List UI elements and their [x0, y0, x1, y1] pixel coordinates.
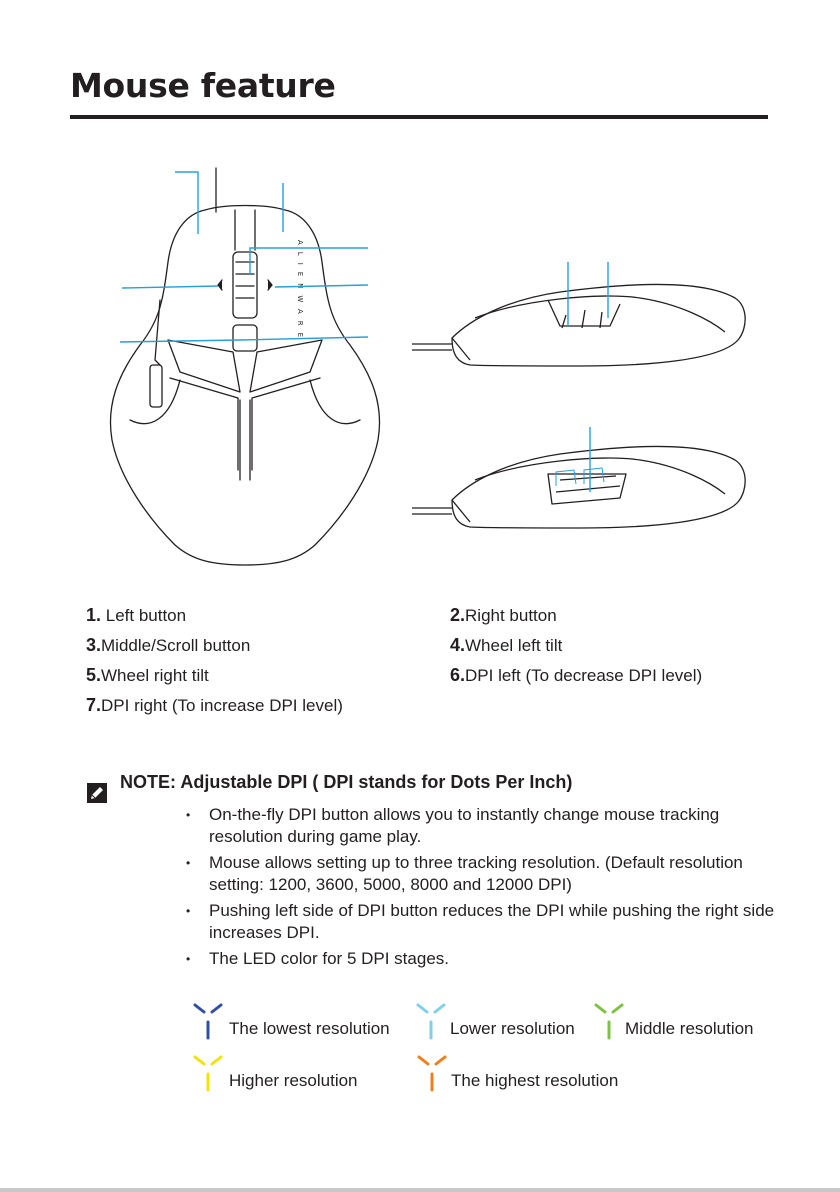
mouse-top-outline	[109, 204, 381, 566]
feature-number: 2.	[450, 605, 466, 625]
feature-label: Wheel left tilt	[465, 636, 563, 655]
feature-label: Middle/Scroll button	[101, 636, 251, 655]
pencil-note-icon	[87, 783, 107, 803]
feature-label: DPI right (To increase DPI level)	[101, 696, 343, 715]
feature-number: 6.	[450, 665, 466, 685]
feature-7: 7.DPI right (To increase DPI level)	[86, 695, 343, 716]
feature-label: Wheel right tilt	[101, 666, 209, 685]
feature-label: Left button	[105, 606, 187, 625]
note-title: NOTE: Adjustable DPI ( DPI stands for Do…	[120, 772, 573, 792]
callout-6b	[239, 336, 369, 341]
led-label-lowest: The lowest resolution	[229, 1019, 390, 1038]
callout-5	[274, 284, 369, 288]
note-bullet: On-the-fly DPI button allows you to inst…	[186, 804, 786, 848]
led-label-lower: Lower resolution	[450, 1019, 575, 1038]
led-stage-icon	[594, 1003, 624, 1040]
brand-text: ALIENWARE	[296, 240, 304, 344]
note-bullet-list: On-the-fly DPI button allows you to inst…	[186, 804, 786, 974]
led-stage-icon	[193, 1003, 223, 1040]
mouse-side-view-dpi	[412, 283, 746, 367]
scroll-wheel	[232, 251, 258, 319]
note-bullet: Pushing left side of DPI button reduces …	[186, 900, 786, 944]
feature-number: 7.	[86, 695, 102, 715]
dpi-button	[232, 324, 258, 352]
feature-3: 3.Middle/Scroll button	[86, 635, 250, 656]
feature-5: 5.Wheel right tilt	[86, 665, 209, 686]
feature-2: 2.Right button	[450, 605, 557, 626]
mouse-illustration: ALIENWARE	[109, 167, 746, 566]
feature-label: Right button	[465, 606, 557, 625]
led-label-highest: The highest resolution	[451, 1071, 619, 1090]
led-stage-icon	[417, 1055, 447, 1092]
callout-1	[175, 171, 199, 234]
led-label-higher: Higher resolution	[229, 1071, 358, 1090]
feature-label: DPI left (To decrease DPI level)	[465, 666, 703, 685]
footer-divider	[0, 1188, 840, 1192]
callout-6a	[119, 339, 241, 343]
led-stage-icon	[416, 1003, 446, 1040]
led-stage-icon	[193, 1055, 223, 1092]
feature-4: 4.Wheel left tilt	[450, 635, 562, 656]
feature-number: 1.	[86, 605, 102, 625]
callout-4	[121, 285, 219, 289]
callout-lines	[119, 171, 609, 492]
note-bullet: The LED color for 5 DPI stages.	[186, 948, 786, 970]
title-divider	[70, 115, 768, 119]
feature-6: 6.DPI left (To decrease DPI level)	[450, 665, 702, 686]
feature-1: 1. Left button	[86, 605, 186, 626]
page-title: Mouse feature	[70, 66, 336, 105]
feature-number: 4.	[450, 635, 466, 655]
callout-3	[249, 247, 368, 275]
feature-number: 5.	[86, 665, 102, 685]
led-label-middle: Middle resolution	[625, 1019, 754, 1038]
feature-number: 3.	[86, 635, 102, 655]
mouse-side-view-thumb	[412, 445, 746, 529]
note-bullet: Mouse allows setting up to three trackin…	[186, 852, 786, 896]
